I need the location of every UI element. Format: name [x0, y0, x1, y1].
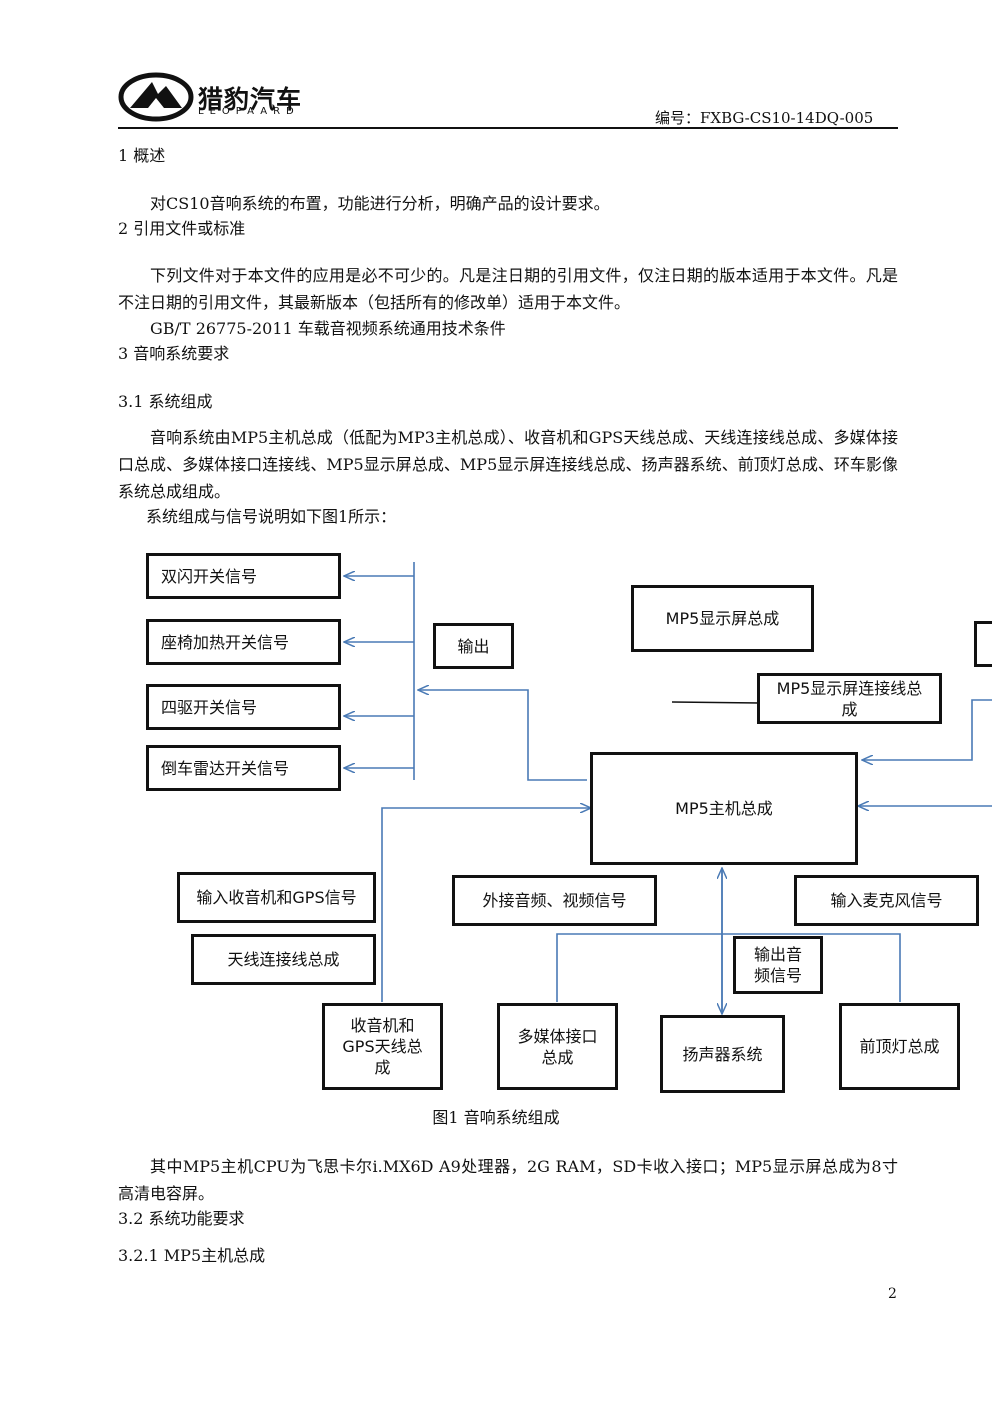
- external-av-box: 外接音频、视频信号: [452, 875, 657, 926]
- awd-switch-box: 四驱开关信号: [146, 684, 341, 730]
- section-2-title: 2 引用文件或标准: [118, 219, 246, 238]
- section-1-title: 1 概述: [118, 146, 166, 165]
- output-box: 输出: [433, 623, 514, 669]
- hazard-switch-box: 双闪开关信号: [146, 553, 341, 599]
- figure-intro: 系统组成与信号说明如下图1所示：: [146, 507, 397, 526]
- document-number: 编号：FXBG-CS10-14DQ-005: [655, 109, 874, 127]
- section-3-2-1-title: 3.2.1 MP5主机总成: [118, 1246, 266, 1265]
- mp5-display-harness-box: MP5显示屏连接线总成: [757, 673, 942, 724]
- mp5-display-box: MP5显示屏总成: [631, 585, 814, 652]
- audio-output-box: 输出音频信号: [733, 936, 823, 994]
- offpage-box-upper: [974, 621, 992, 667]
- mic-input-box: 输入麦克风信号: [794, 875, 979, 926]
- radio-gps-antenna-box: 收音机和GPS天线总成: [322, 1003, 443, 1090]
- page-number: 2: [888, 1286, 897, 1302]
- section-3-1-body: 音响系统由MP5主机总成（低配为MP3主机总成）、收音机和GPS天线总成、天线连…: [118, 428, 898, 501]
- figure-caption: 图1 音响系统组成: [432, 1108, 560, 1127]
- antenna-harness-box: 天线连接线总成: [191, 934, 376, 985]
- section-3-2-title: 3.2 系统功能要求: [118, 1209, 245, 1228]
- logo-english-name: LEOPAARD: [198, 106, 300, 117]
- section-3-title: 3 音响系统要求: [118, 344, 230, 363]
- leopaard-logo-emblem: [118, 72, 194, 122]
- radio-gps-input-box: 输入收音机和GPS信号: [177, 872, 376, 923]
- header-divider: [118, 127, 898, 129]
- section-1-body: 对CS10音响系统的布置，功能进行分析，明确产品的设计要求。: [150, 194, 610, 213]
- media-interface-box: 多媒体接口总成: [497, 1003, 618, 1090]
- logo-chinese-name: 猎豹汽车: [198, 85, 303, 114]
- reverse-radar-switch-box: 倒车雷达开关信号: [146, 745, 341, 791]
- mp5-head-unit-box: MP5主机总成: [590, 752, 858, 865]
- section-2-body: 下列文件对于本文件的应用是必不可少的。凡是注日期的引用文件，仅注日期的版本适用于…: [118, 266, 898, 312]
- dome-light-box: 前顶灯总成: [839, 1003, 960, 1090]
- seat-heat-switch-box: 座椅加热开关信号: [146, 619, 341, 665]
- cpu-description: 其中MP5主机CPU为飞思卡尔i.MX6D A9处理器，2G RAM，SD卡收入…: [118, 1157, 898, 1203]
- section-3-1-title: 3.1 系统组成: [118, 392, 213, 411]
- referenced-standard: GB/T 26775-2011 车载音视频系统通用技术条件: [150, 319, 506, 338]
- speaker-system-box: 扬声器系统: [660, 1015, 785, 1093]
